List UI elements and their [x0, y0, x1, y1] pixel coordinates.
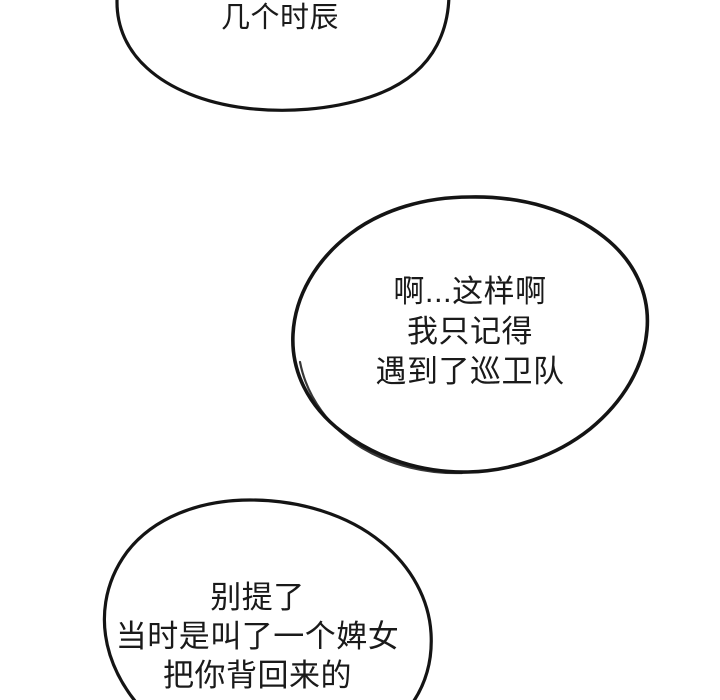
speech-bubble-top-text: 几个时辰 [0, 0, 560, 36]
bubble-line: 遇到了巡卫队 [375, 354, 565, 389]
bubble-line: 别提了 [210, 580, 305, 615]
bubble-line: 啊...这样啊 [393, 274, 547, 309]
bubble-line: 当时是叫了一个婢女 [115, 619, 400, 654]
bubble-line: 几个时辰 [220, 2, 339, 34]
speech-bubble-bottom-text: 别提了 当时是叫了一个婢女 把你背回来的 [50, 578, 465, 695]
bubble-line: 我只记得 [407, 314, 533, 349]
speech-bubble-middle-text: 啊...这样啊 我只记得 遇到了巡卫队 [290, 272, 650, 392]
bubble-line: 把你背回来的 [163, 658, 352, 693]
